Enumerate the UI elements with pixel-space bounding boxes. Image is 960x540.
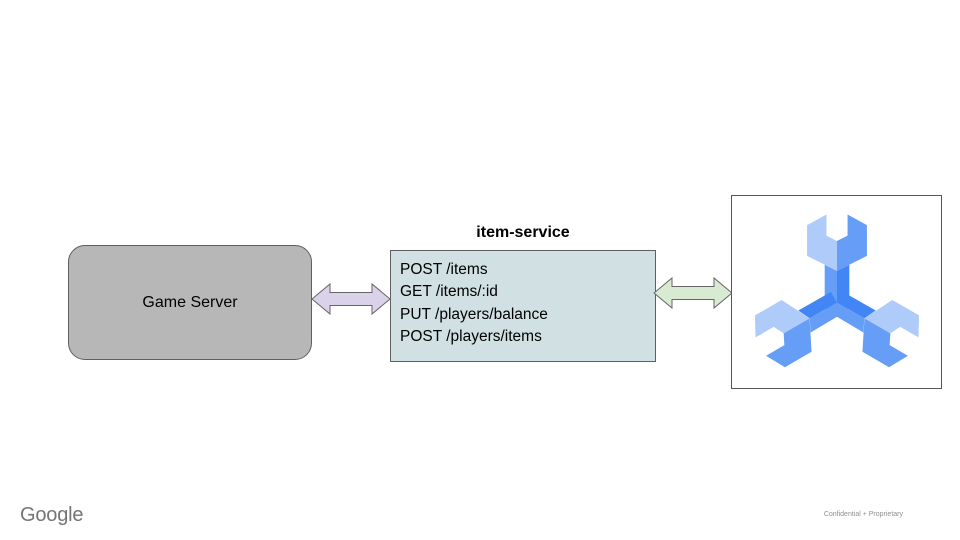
item-service-box[interactable]: POST /items GET /items/:id PUT /players/… [390,250,656,362]
double-arrow-glyph [653,276,733,310]
spanner-image-frame[interactable] [731,195,942,389]
game-server-label: Game Server [142,293,238,311]
endpoint-post-players-items: POST /players/items [400,328,542,346]
google-logo: Google [20,504,84,526]
spanner-lower-right-shaft-top [836,292,876,319]
spanner-top-head [806,214,867,271]
spanner-lower-left-shaft-bottom [809,302,843,333]
endpoint-put-players-balance: PUT /players/balance [400,305,548,323]
cloud-spanner-icon [748,214,925,373]
double-arrow-glyph [311,282,391,316]
left-bidirectional-arrow[interactable] [311,282,391,316]
item-service-title: item-service [476,224,570,241]
endpoint-get-item-by-id: GET /items/:id [400,283,498,301]
right-bidirectional-arrow[interactable] [653,276,733,310]
endpoint-post-items: POST /items [400,261,488,278]
spanner-lower-left-shaft-top [797,292,837,319]
confidential-label: Confidential + Proprietary [823,511,903,518]
game-server-box[interactable]: Game Server [68,245,312,360]
